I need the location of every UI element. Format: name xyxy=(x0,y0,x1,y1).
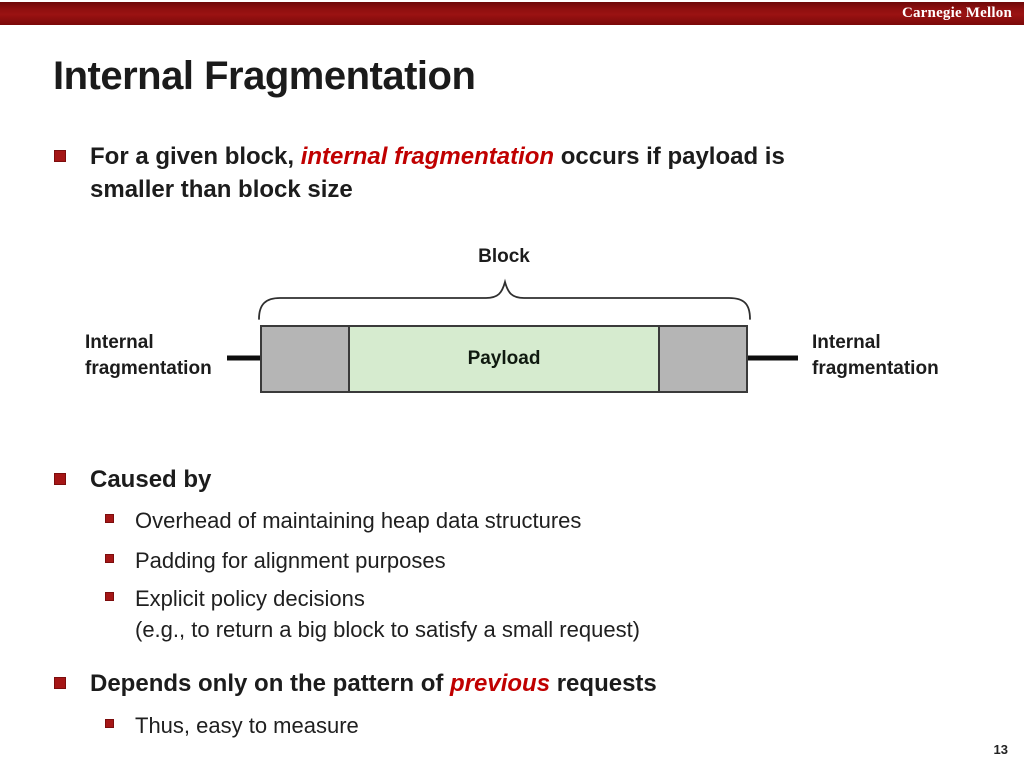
bullet-square-icon xyxy=(54,150,66,162)
sub-bullet-square-icon xyxy=(105,719,114,728)
bullet1-emphasis: internal fragmentation xyxy=(300,143,555,170)
bullet-item-definition: For a given block, internal fragmentatio… xyxy=(54,141,785,206)
sub-bullet-square-icon xyxy=(105,514,114,523)
block-label: Block xyxy=(478,246,530,267)
right-fragmentation-label: Internal fragmentation xyxy=(812,330,939,381)
depends-text-pre: Depends only on the pattern of xyxy=(90,670,451,697)
depends-text: Depends only on the pattern of previous … xyxy=(90,668,657,701)
policy-line2: (e.g., to return a big block to satisfy … xyxy=(135,617,641,643)
block-brace-icon xyxy=(258,278,751,320)
sub-bullet-text: Padding for alignment purposes xyxy=(135,548,446,573)
sub-bullet-text: Overhead of maintaining heap data struct… xyxy=(135,508,582,533)
depends-text-post: requests xyxy=(550,670,657,697)
bullet1-text-post1: occurs if payload is xyxy=(554,143,785,170)
page-title: Internal Fragmentation xyxy=(53,54,476,98)
bullet1-text-post2: smaller than block size xyxy=(90,175,353,203)
bullet-item-depends: Depends only on the pattern of previous … xyxy=(54,668,657,701)
bullet-square-icon xyxy=(54,677,66,689)
left-fragmentation-label: Internal fragmentation xyxy=(85,330,212,381)
sub-bullet-policy: Explicit policy decisions (e.g., to retur… xyxy=(105,583,640,645)
left-label-line2: fragmentation xyxy=(85,357,212,379)
payload-label: Payload xyxy=(467,348,541,369)
sub-bullet-square-icon xyxy=(105,592,114,601)
policy-line1: Explicit policy decisions xyxy=(135,586,365,611)
sub-bullet-padding: Padding for alignment purposes xyxy=(105,545,446,576)
brand-logo-text: Carnegie Mellon xyxy=(901,5,1012,21)
sub-bullet-text: Thus, easy to measure xyxy=(135,713,359,738)
brand-bar: Carnegie Mellon xyxy=(0,2,1024,25)
caused-by-text: Caused by xyxy=(90,466,212,493)
right-label-line1: Internal xyxy=(812,332,881,353)
memory-block: Payload xyxy=(260,325,748,393)
sub-bullet-square-icon xyxy=(105,554,114,563)
block-diagram: Block Payload Internal fragmentation Inte… xyxy=(0,240,1024,415)
bullet-item-caused-by: Caused by xyxy=(54,464,211,497)
depends-emphasis: previous xyxy=(450,670,551,697)
left-label-line1: Internal xyxy=(85,332,154,353)
bullet-square-icon xyxy=(54,473,66,485)
right-label-line2: fragmentation xyxy=(812,357,939,379)
page-number: 13 xyxy=(993,742,1008,757)
sub-bullet-overhead: Overhead of maintaining heap data struct… xyxy=(105,505,581,536)
bullet-text: For a given block, internal fragmentatio… xyxy=(90,141,785,206)
sub-bullet-thus: Thus, easy to measure xyxy=(105,710,359,741)
internal-fragmentation-right-segment xyxy=(660,327,746,391)
payload-segment: Payload xyxy=(348,327,660,391)
internal-fragmentation-left-segment xyxy=(262,327,348,391)
sub-bullet-text: Explicit policy decisions (e.g., to retur… xyxy=(135,583,640,645)
bullet1-text-pre: For a given block, xyxy=(90,143,301,170)
